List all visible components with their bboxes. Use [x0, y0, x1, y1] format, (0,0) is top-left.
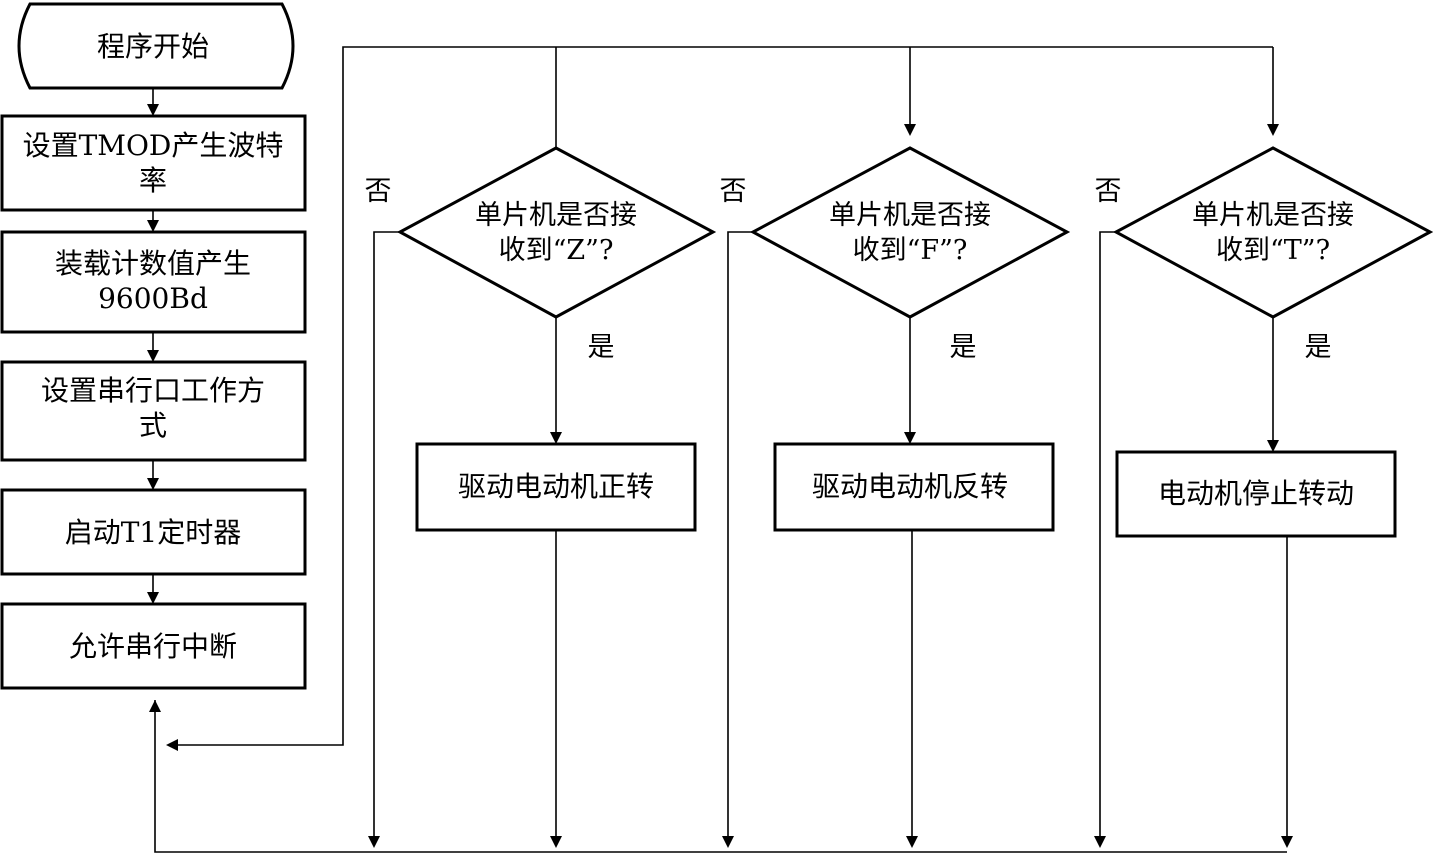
decision-t-label-line2: 收到“T”?: [1216, 235, 1330, 266]
decision-z: [396, 146, 717, 319]
set-serial-box: [0, 360, 307, 462]
decision-z-label-line1: 单片机是否接: [475, 200, 637, 231]
decision-z-label-line2: 收到“Z”?: [499, 235, 614, 266]
decision-t-label-line1: 单片机是否接: [1192, 200, 1354, 231]
load-count-label-line1: 装载计数值产生: [55, 247, 251, 280]
action-forward-box: [415, 442, 697, 532]
set-tmod-label-line2: 率: [139, 164, 167, 197]
enable-interrupt-label: 允许串行中断: [69, 630, 237, 663]
decision-t-no-label: 否: [1095, 176, 1122, 207]
set-tmod-label-line1: 设置TMOD产生波特: [23, 129, 284, 162]
return-line: [154, 700, 1287, 853]
decision-f: [749, 146, 1071, 319]
enable-interrupt-box: [0, 602, 307, 690]
decision-z-no-label: 否: [365, 176, 392, 207]
action-forward-label: 驱动电动机正转: [458, 470, 654, 503]
action-stop-label: 电动机停止转动: [1158, 477, 1354, 510]
decision-f-no-label: 否: [720, 176, 747, 207]
feed-line: [168, 46, 1273, 746]
set-tmod-box: [0, 114, 307, 212]
start-terminal: [17, 2, 295, 90]
set-serial-label-line2: 式: [139, 409, 167, 442]
action-reverse-label: 驱动电动机反转: [812, 470, 1008, 503]
decision-t: [1112, 146, 1433, 319]
start-timer-box: [0, 488, 307, 576]
decision-f-label-line2: 收到“F”?: [853, 235, 968, 266]
action-reverse-box: [773, 442, 1055, 532]
start-terminal-label: 程序开始: [97, 30, 209, 63]
load-count-box: [0, 230, 307, 334]
start-timer-label: 启动T1定时器: [65, 516, 242, 549]
decision-f-label-line1: 单片机是否接: [829, 200, 991, 231]
decision-z-yes-label: 是: [588, 332, 615, 363]
action-stop-box: [1115, 450, 1397, 538]
set-serial-label-line1: 设置串行口工作方: [41, 374, 265, 407]
decision-t-yes-label: 是: [1305, 332, 1332, 363]
load-count-label-line2: 9600Bd: [98, 282, 208, 315]
decision-f-yes-label: 是: [950, 332, 977, 363]
